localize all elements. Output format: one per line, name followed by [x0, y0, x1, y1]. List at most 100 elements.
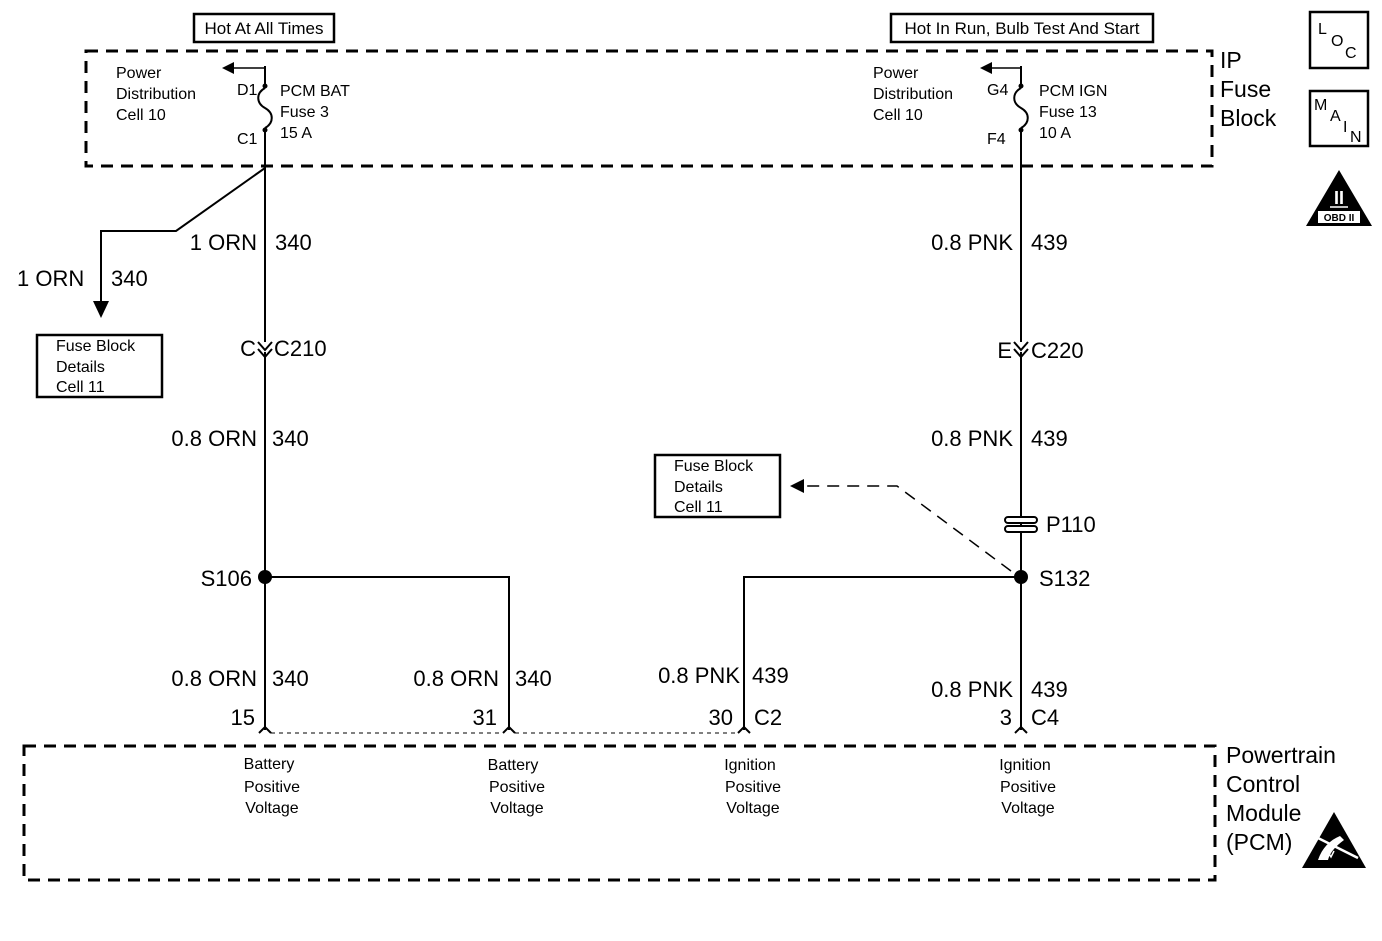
ip-fuse-block-outline: [84, 49, 1214, 168]
ip-fuse-block-title-3: Block: [1220, 105, 1277, 131]
s132-reference-arrowhead: [790, 479, 804, 493]
pcm-terminals: [258, 725, 1028, 734]
svg-text:Battery: Battery: [488, 757, 539, 774]
c220-name: C220: [1031, 338, 1084, 363]
left-fuse-number: Fuse 3: [280, 104, 329, 121]
svg-text:Cell 11: Cell 11: [674, 499, 723, 516]
pcm-title-2: Control: [1226, 771, 1300, 797]
pcm-title-4: (PCM): [1226, 829, 1292, 855]
svg-text:Details: Details: [674, 479, 723, 496]
pcm-bat-fuse-icon: [257, 66, 273, 133]
right-power-dist-line-2: Distribution: [873, 86, 953, 103]
svg-text:Cell 11: Cell 11: [56, 379, 105, 396]
svg-text:Fuse Block: Fuse Block: [674, 458, 754, 475]
right-power-dist-arrowhead: [980, 62, 992, 74]
right-bottom-wire-gauge: 0.8 PNK: [931, 677, 1013, 702]
left-fuse-top-pin: D1: [237, 82, 258, 99]
main-icon: M A I N: [1308, 89, 1370, 148]
right-fuse-rating: 10 A: [1039, 125, 1071, 142]
p110-passthrough-icon: [1004, 516, 1038, 533]
c4-label: C4: [1031, 705, 1059, 730]
left-branch-bottom-circuit: 340: [515, 666, 552, 691]
right-branch-bottom-circuit: 439: [752, 663, 789, 688]
svg-text:Voltage: Voltage: [726, 800, 779, 817]
svg-text:C: C: [1345, 45, 1357, 62]
ip-fuse-block-title-1: IP: [1220, 47, 1242, 73]
left-bottom-wire-circuit: 340: [272, 666, 309, 691]
branch-wire-circuit: 340: [111, 266, 148, 291]
svg-text:O: O: [1331, 33, 1343, 50]
left-branch-bottom-gauge: 0.8 ORN: [413, 666, 499, 691]
c2-label: C2: [754, 705, 782, 730]
svg-text:Voltage: Voltage: [490, 800, 543, 817]
svg-text:Fuse Block: Fuse Block: [56, 338, 136, 355]
right-fuse-name: PCM IGN: [1039, 83, 1107, 100]
left-mid-wire-circuit: 340: [272, 426, 309, 451]
pin-15-label: 15: [231, 705, 255, 730]
svg-text:Voltage: Voltage: [245, 800, 298, 817]
p110-label: P110: [1046, 512, 1096, 537]
right-bottom-wire-circuit: 439: [1031, 677, 1068, 702]
right-fuse-number: Fuse 13: [1039, 104, 1097, 121]
s106-branch-wire: [265, 576, 510, 730]
svg-text:Positive: Positive: [1000, 779, 1056, 796]
right-top-wire-circuit: 439: [1031, 230, 1068, 255]
hot-at-all-times-label: Hot At All Times: [192, 12, 336, 44]
hot-at-all-times-text: Hot At All Times: [204, 19, 323, 38]
pcm-input-battery-15: Battery Positive Voltage: [244, 756, 300, 817]
s132-branch-wire: [743, 576, 1021, 730]
branch-wire-gauge: 1 ORN: [17, 266, 84, 291]
svg-text:A: A: [1330, 108, 1341, 125]
c210-name: C210: [274, 336, 327, 361]
left-bottom-wire-gauge: 0.8 ORN: [171, 666, 257, 691]
left-fuse-block-details-ref[interactable]: Fuse Block Details Cell 11: [35, 333, 164, 399]
left-top-wire-circuit: 340: [275, 230, 312, 255]
pcm-input-battery-31: Battery Positive Voltage: [488, 757, 545, 817]
svg-text:M: M: [1314, 97, 1327, 114]
hot-in-run-label: Hot In Run, Bulb Test And Start: [889, 12, 1155, 44]
svg-text:Voltage: Voltage: [1001, 800, 1054, 817]
left-power-dist-arrowhead: [222, 62, 234, 74]
right-mid-wire-gauge: 0.8 PNK: [931, 426, 1013, 451]
svg-text:Details: Details: [56, 359, 105, 376]
left-power-dist-line-1: Power: [116, 65, 162, 82]
svg-text:Positive: Positive: [244, 779, 300, 796]
center-fuse-block-details-ref[interactable]: Fuse Block Details Cell 11: [653, 453, 782, 519]
left-branch-wire: [100, 167, 266, 306]
pcm-outline: [22, 744, 1217, 882]
right-mid-wire-circuit: 439: [1031, 426, 1068, 451]
left-mid-wire-gauge: 0.8 ORN: [171, 426, 257, 451]
left-fuse-bottom-pin: C1: [237, 131, 258, 148]
svg-text:II: II: [1334, 188, 1344, 208]
right-fuse-bottom-pin: F4: [987, 131, 1006, 148]
pcm-input-ignition-3: Ignition Positive Voltage: [999, 757, 1056, 817]
right-top-wire-gauge: 0.8 PNK: [931, 230, 1013, 255]
right-power-dist-line-3: Cell 10: [873, 107, 923, 124]
svg-text:I: I: [1343, 119, 1347, 136]
svg-text:L: L: [1318, 21, 1327, 38]
right-power-dist-line-1: Power: [873, 65, 919, 82]
svg-text:Ignition: Ignition: [724, 757, 776, 774]
s106-label: S106: [201, 566, 252, 591]
s132-label: S132: [1039, 566, 1090, 591]
left-branch-arrowhead: [93, 301, 109, 318]
obd-ii-icon: II OBD II: [1306, 170, 1372, 226]
left-power-dist-line-3: Cell 10: [116, 107, 166, 124]
c220-pin: E: [997, 338, 1012, 363]
svg-text:Ignition: Ignition: [999, 757, 1051, 774]
loc-icon: L O C: [1308, 10, 1370, 70]
right-fuse-top-pin: G4: [987, 82, 1008, 99]
left-fuse-rating: 15 A: [280, 125, 312, 142]
pcm-ign-fuse-icon: [1013, 66, 1029, 133]
pin-30-label: 30: [709, 705, 733, 730]
s132-reference-leader: [804, 485, 1012, 572]
left-power-dist-line-2: Distribution: [116, 86, 196, 103]
hot-in-run-text: Hot In Run, Bulb Test And Start: [905, 19, 1140, 38]
pcm-title-1: Powertrain: [1226, 742, 1336, 768]
esd-warning-icon: [1302, 812, 1366, 868]
right-branch-bottom-gauge: 0.8 PNK: [658, 663, 740, 688]
ip-fuse-block-title-2: Fuse: [1220, 76, 1271, 102]
pin-31-label: 31: [473, 705, 497, 730]
